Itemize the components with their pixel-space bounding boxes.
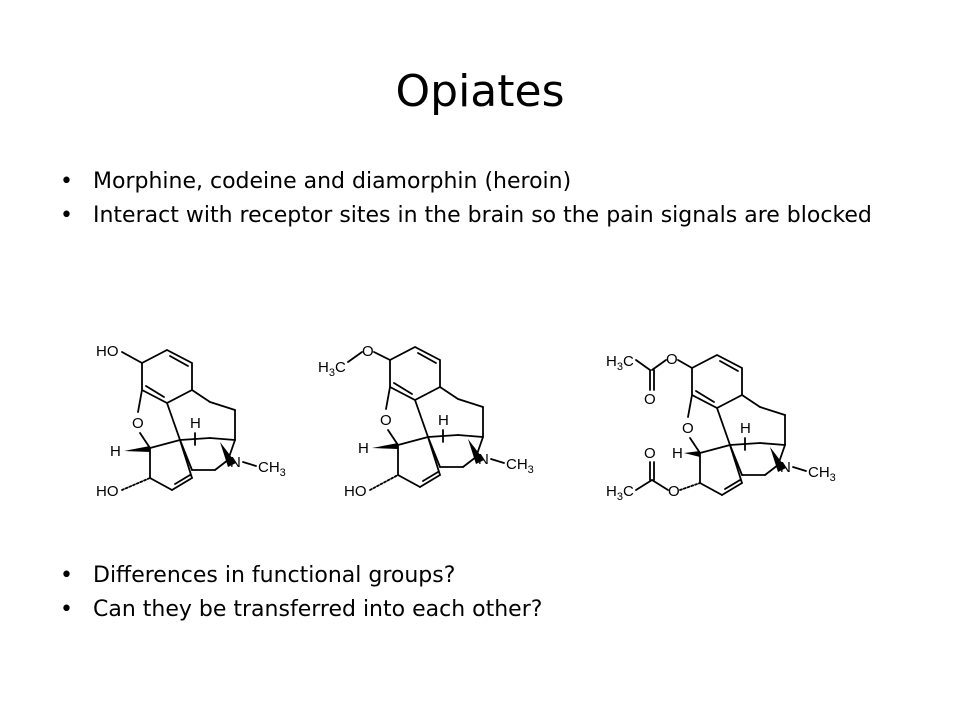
codeine-h-top: H	[438, 412, 449, 429]
heroin-ring-o: O	[682, 420, 694, 437]
codeine-top-o: O	[362, 343, 374, 360]
bullet-item: Can they be transferred into each other?	[60, 596, 910, 624]
opiate-structures: HO O H H N CH3	[96, 343, 836, 503]
morphine-ring-o: O	[132, 415, 144, 432]
bullet-list-bottom: Differences in functional groups? Can th…	[60, 562, 910, 630]
morphine-h-top: H	[190, 415, 201, 432]
codeine-bottom-group: HO	[344, 483, 367, 500]
morphine-h-left: H	[110, 443, 121, 460]
heroin-h-top: H	[740, 420, 751, 437]
codeine-top-group: H3C	[318, 359, 346, 379]
heroin-acetyl-bottom: H3C	[606, 483, 634, 503]
heroin-n: N	[780, 459, 791, 476]
codeine-ring-o: O	[380, 412, 392, 429]
morphine-n: N	[230, 454, 241, 471]
heroin-acetyl-bottom-o: O	[668, 483, 680, 500]
slide-title: Opiates	[395, 66, 565, 117]
heroin-h-left: H	[672, 445, 683, 462]
morphine-structure: HO O H H N CH3	[96, 343, 286, 500]
morphine-top-group: HO	[96, 343, 119, 360]
morphine-bottom-group: HO	[96, 483, 119, 500]
bullet-item: Differences in functional groups?	[60, 562, 910, 590]
codeine-structure: H3C O O H H N	[318, 343, 534, 500]
codeine-h-left: H	[358, 440, 369, 457]
heroin-acetyl-top-carbonyl-o: O	[644, 391, 656, 408]
heroin-acetyl-top-o: O	[666, 351, 678, 368]
codeine-n-group: CH3	[506, 456, 534, 476]
codeine-n: N	[478, 451, 489, 468]
bullet-list-top: Morphine, codeine and diamorphin (heroin…	[60, 168, 910, 236]
heroin-n-group: CH3	[808, 464, 836, 484]
bullet-item: Interact with receptor sites in the brai…	[60, 202, 910, 230]
morphine-n-group: CH3	[258, 459, 286, 479]
bullet-item: Morphine, codeine and diamorphin (heroin…	[60, 168, 910, 196]
heroin-structure: H3C O O O H H	[606, 351, 836, 503]
heroin-acetyl-bottom-carbonyl-o: O	[644, 445, 656, 462]
heroin-acetyl-top: H3C	[606, 353, 634, 373]
